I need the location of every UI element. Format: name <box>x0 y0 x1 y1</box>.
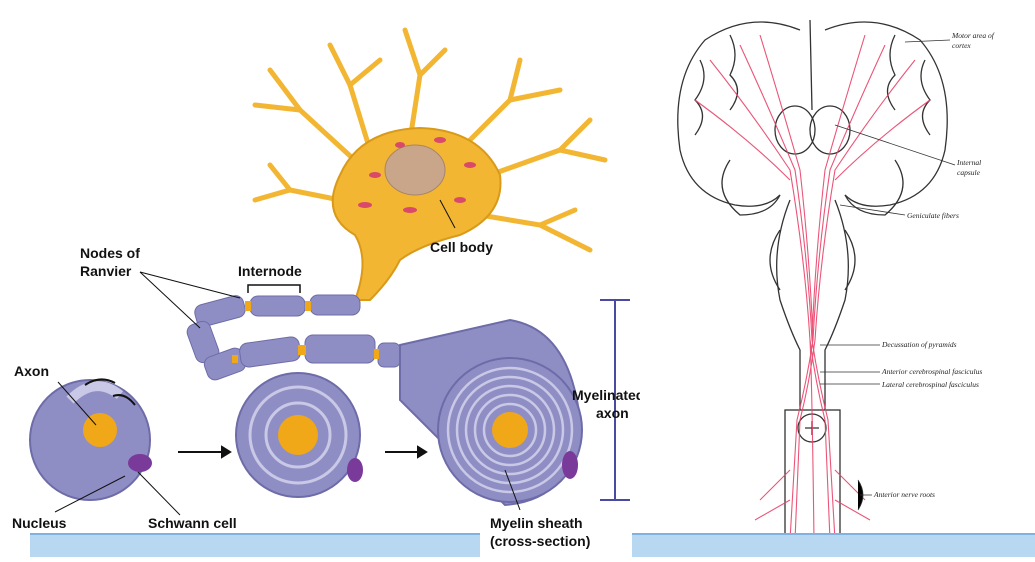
axon-core-1 <box>83 413 117 447</box>
corticospinal-tracts <box>695 35 930 540</box>
schwann-nucleus-1 <box>128 454 152 472</box>
label-myelin-sheath-1: Myelin sheath <box>490 515 583 531</box>
brain-figure: Motor area of cortex Internal capsule Ge… <box>650 0 1035 557</box>
caption-bar-left <box>30 533 480 557</box>
label-internal-capsule-2: capsule <box>957 168 981 177</box>
label-decussation: Decussation of pyramids <box>881 340 957 349</box>
label-anterior-fasciculus: Anterior cerebrospinal fasciculus <box>881 367 982 376</box>
label-motor-area-1: Motor area of <box>951 31 995 40</box>
brain-diagram: Motor area of cortex Internal capsule Ge… <box>650 0 1035 557</box>
axon-segments <box>185 294 400 382</box>
label-lateral-fasciculus: Lateral cerebrospinal fasciculus <box>881 380 979 389</box>
axon-core-2 <box>278 415 318 455</box>
label-schwann-cell: Schwann cell <box>148 515 237 531</box>
cell-nucleus <box>385 145 445 195</box>
label-nodes-of-ranvier-1: Nodes of <box>80 245 140 261</box>
label-anterior-nerve-roots: Anterior nerve roots <box>873 490 935 499</box>
label-geniculate-fibers: Geniculate fibers <box>907 211 959 220</box>
schwann-nucleus-3 <box>562 451 578 479</box>
label-myelin-sheath-2: (cross-section) <box>490 533 590 549</box>
neuron-figure: Nodes of Ranvier Internode Cell body Axo… <box>0 0 640 557</box>
label-internode: Internode <box>238 263 302 279</box>
label-motor-area-2: cortex <box>952 41 971 50</box>
label-myelinated-axon-2: axon <box>596 405 629 421</box>
neuron-diagram: Nodes of Ranvier Internode Cell body Axo… <box>0 0 640 557</box>
schwann-nucleus-2 <box>347 458 363 482</box>
label-nodes-of-ranvier-2: Ranvier <box>80 263 132 279</box>
label-myelinated-axon-1: Myelinated <box>572 387 640 403</box>
caption-bar-right <box>632 533 1035 557</box>
label-axon: Axon <box>14 363 49 379</box>
label-nucleus: Nucleus <box>12 515 67 531</box>
internode-bracket <box>248 285 300 293</box>
axon-core-large <box>492 412 528 448</box>
label-cell-body: Cell body <box>430 239 493 255</box>
label-internal-capsule-1: Internal <box>956 158 981 167</box>
